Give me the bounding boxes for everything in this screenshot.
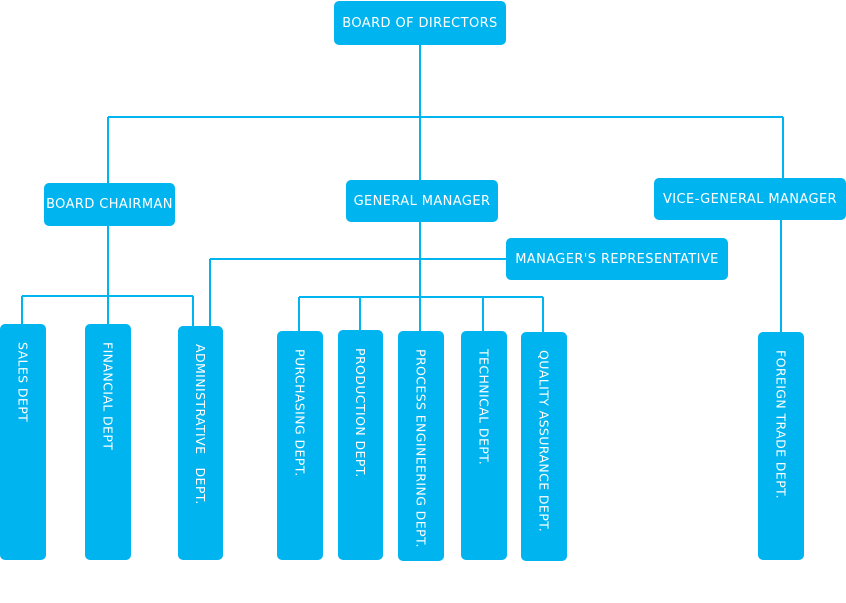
- process-engineering-dept-box: PROCESS ENGINEERING DEPT.: [398, 331, 444, 561]
- production-dept-box: PRODUCTION DEPT.: [338, 330, 383, 560]
- production-dept-label: PRODUCTION DEPT.: [353, 348, 368, 478]
- financial-dept-box: FINANCIAL DEPT: [85, 324, 131, 560]
- administrative-dept-label: ADMINISTRATIVE DEPT.: [193, 344, 208, 505]
- administrative-dept-box: ADMINISTRATIVE DEPT.: [178, 326, 223, 560]
- vice-general-manager-box: VICE-GENERAL MANAGER: [654, 178, 846, 220]
- technical-dept-label: TECHNICAL DEPT.: [476, 349, 492, 466]
- financial-dept-label: FINANCIAL DEPT: [100, 342, 116, 451]
- purchasing-dept-label: PURCHASING DEPT.: [292, 349, 308, 477]
- process-engineering-dept-label: PROCESS ENGINEERING DEPT.: [413, 349, 429, 548]
- vice-general-manager-label: VICE-GENERAL MANAGER: [662, 191, 837, 207]
- purchasing-dept-box: PURCHASING DEPT.: [277, 331, 323, 560]
- quality-assurance-dept-box: QUALITY ASSURANCE DEPT.: [521, 332, 567, 561]
- board-of-directors-label: BOARD OF DIRECTORS: [342, 15, 498, 31]
- managers-representative-box: MANAGER'S REPRESENTATIVE: [506, 238, 728, 280]
- quality-assurance-dept-label: QUALITY ASSURANCE DEPT.: [536, 350, 552, 533]
- general-manager-box: GENERAL MANAGER: [346, 180, 498, 222]
- board-chairman-label: BOARD CHAIRMAN: [46, 197, 173, 212]
- general-manager-label: GENERAL MANAGER: [353, 193, 491, 209]
- foreign-trade-dept-box: FOREIGN TRADE DEPT.: [758, 332, 804, 560]
- foreign-trade-dept-label: FOREIGN TRADE DEPT.: [773, 350, 789, 499]
- managers-representative-label: MANAGER'S REPRESENTATIVE: [515, 251, 719, 267]
- sales-dept-box: SALES DEPT: [0, 324, 46, 560]
- sales-dept-label: SALES DEPT: [15, 342, 31, 423]
- board-of-directors-box: BOARD OF DIRECTORS: [334, 1, 506, 45]
- technical-dept-box: TECHNICAL DEPT.: [461, 331, 507, 560]
- board-chairman-box: BOARD CHAIRMAN: [44, 183, 175, 226]
